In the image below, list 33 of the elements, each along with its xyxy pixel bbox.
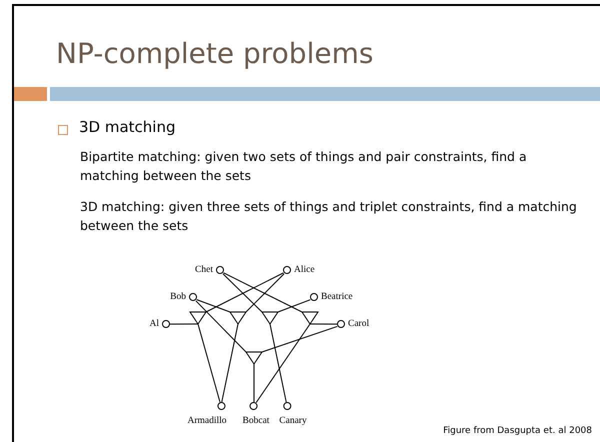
- vertex-label: Chet: [195, 265, 213, 275]
- connector-line: [198, 324, 220, 403]
- vertex-label: Bobcat: [242, 416, 270, 426]
- bullet-heading: 3D matching: [79, 118, 176, 136]
- figure-caption: Figure from Dasgupta et. al 2008: [443, 426, 592, 436]
- connector-line: [195, 300, 246, 352]
- connector-line: [310, 324, 338, 325]
- junction-triangle: [229, 311, 247, 325]
- body-text: Bipartite matching: given two sets of things and pair constraints, find a matching between the sets: [80, 148, 528, 185]
- junction-triangle: [301, 311, 319, 325]
- slide-title: NP-complete problems: [56, 37, 374, 70]
- junction-triangle: [189, 311, 207, 325]
- vertex-label: Al: [150, 319, 159, 329]
- connector-line: [246, 273, 285, 312]
- vertex-label: Canary: [279, 416, 307, 426]
- connector-line: [206, 272, 284, 312]
- connector-line: [278, 299, 311, 312]
- connector-line: [256, 324, 310, 404]
- vertex-label: Armadillo: [187, 416, 227, 426]
- connector-line: [223, 272, 302, 312]
- connector-line: [270, 324, 287, 403]
- junction-triangle: [261, 311, 279, 325]
- vertex-label: Carol: [348, 319, 370, 329]
- connector-line: [196, 299, 230, 312]
- connector-line: [222, 273, 262, 312]
- junction-triangle: [245, 351, 263, 365]
- vertex-label: Beatrice: [321, 292, 353, 302]
- body-text: 3D matching: given three sets of things and triplet constraints, find a matching between the sets: [80, 198, 578, 235]
- vertex-label: Bob: [170, 292, 186, 302]
- connector-line: [169, 324, 198, 325]
- connector-line: [262, 326, 338, 352]
- vertex-label: Alice: [294, 265, 315, 275]
- connector-line: [221, 324, 238, 403]
